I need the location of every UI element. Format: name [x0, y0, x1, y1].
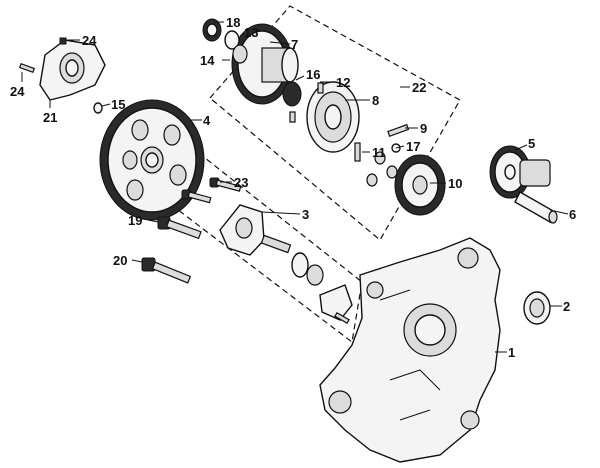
bolt-19: [157, 216, 202, 240]
roller: [374, 151, 386, 165]
callout-19: 19: [128, 213, 142, 228]
callout-12: 12: [336, 75, 350, 90]
callout-23: 23: [234, 175, 248, 190]
needle-bearing: [282, 81, 302, 107]
callout-9: 9: [420, 121, 427, 136]
spring: [387, 123, 410, 138]
bolt-20: [141, 257, 192, 284]
callout-2: 2: [563, 299, 570, 314]
callout-18: 18: [226, 15, 240, 30]
callout-labels: 1 2 3 4 5 6 7 8 9 10 11 12 13 14 15 16 1…: [10, 15, 576, 360]
small-bolt: [18, 62, 36, 74]
callout-4: 4: [203, 113, 211, 128]
o-ring: [93, 102, 103, 114]
callout-24: 24: [82, 33, 97, 48]
callout-17: 17: [406, 139, 420, 154]
bolt-23: [181, 177, 242, 204]
callout-22: 22: [412, 80, 426, 95]
shaft-pin: [514, 191, 558, 224]
callout-15: 15: [111, 97, 125, 112]
callout-1: 1: [508, 345, 515, 360]
starter-gear: [231, 23, 299, 105]
driven-gear-5: [489, 145, 551, 199]
starter-clutch-housing: [306, 81, 360, 153]
bearing: [232, 44, 248, 64]
callout-11: 11: [372, 145, 386, 160]
callout-16: 16: [306, 67, 320, 82]
callout-24: 24: [10, 84, 25, 99]
small-bolt: [59, 37, 67, 45]
callout-20: 20: [113, 253, 127, 268]
callout-8: 8: [372, 93, 379, 108]
callout-5: 5: [528, 136, 535, 151]
clutch-gear: [394, 154, 446, 216]
callout-10: 10: [448, 176, 462, 191]
callout-3: 3: [302, 207, 309, 222]
roller: [386, 165, 398, 179]
callout-7: 7: [291, 37, 298, 52]
callout-14: 14: [200, 53, 215, 68]
pin: [317, 82, 324, 94]
callout-21: 21: [43, 110, 57, 125]
washer: [224, 30, 240, 50]
callout-13: 13: [244, 25, 258, 40]
crankcase-cover: [319, 237, 501, 463]
cover-plate: [39, 39, 106, 101]
oil-pump-assembly: [219, 204, 353, 325]
bushing: [523, 291, 551, 325]
callout-6: 6: [569, 207, 576, 222]
large-gear: [99, 99, 205, 221]
leader-lines: [21, 21, 569, 353]
pin: [289, 111, 296, 123]
roller: [366, 173, 378, 187]
roller-pin: [354, 142, 361, 162]
oil-seal-inner: [206, 23, 218, 37]
